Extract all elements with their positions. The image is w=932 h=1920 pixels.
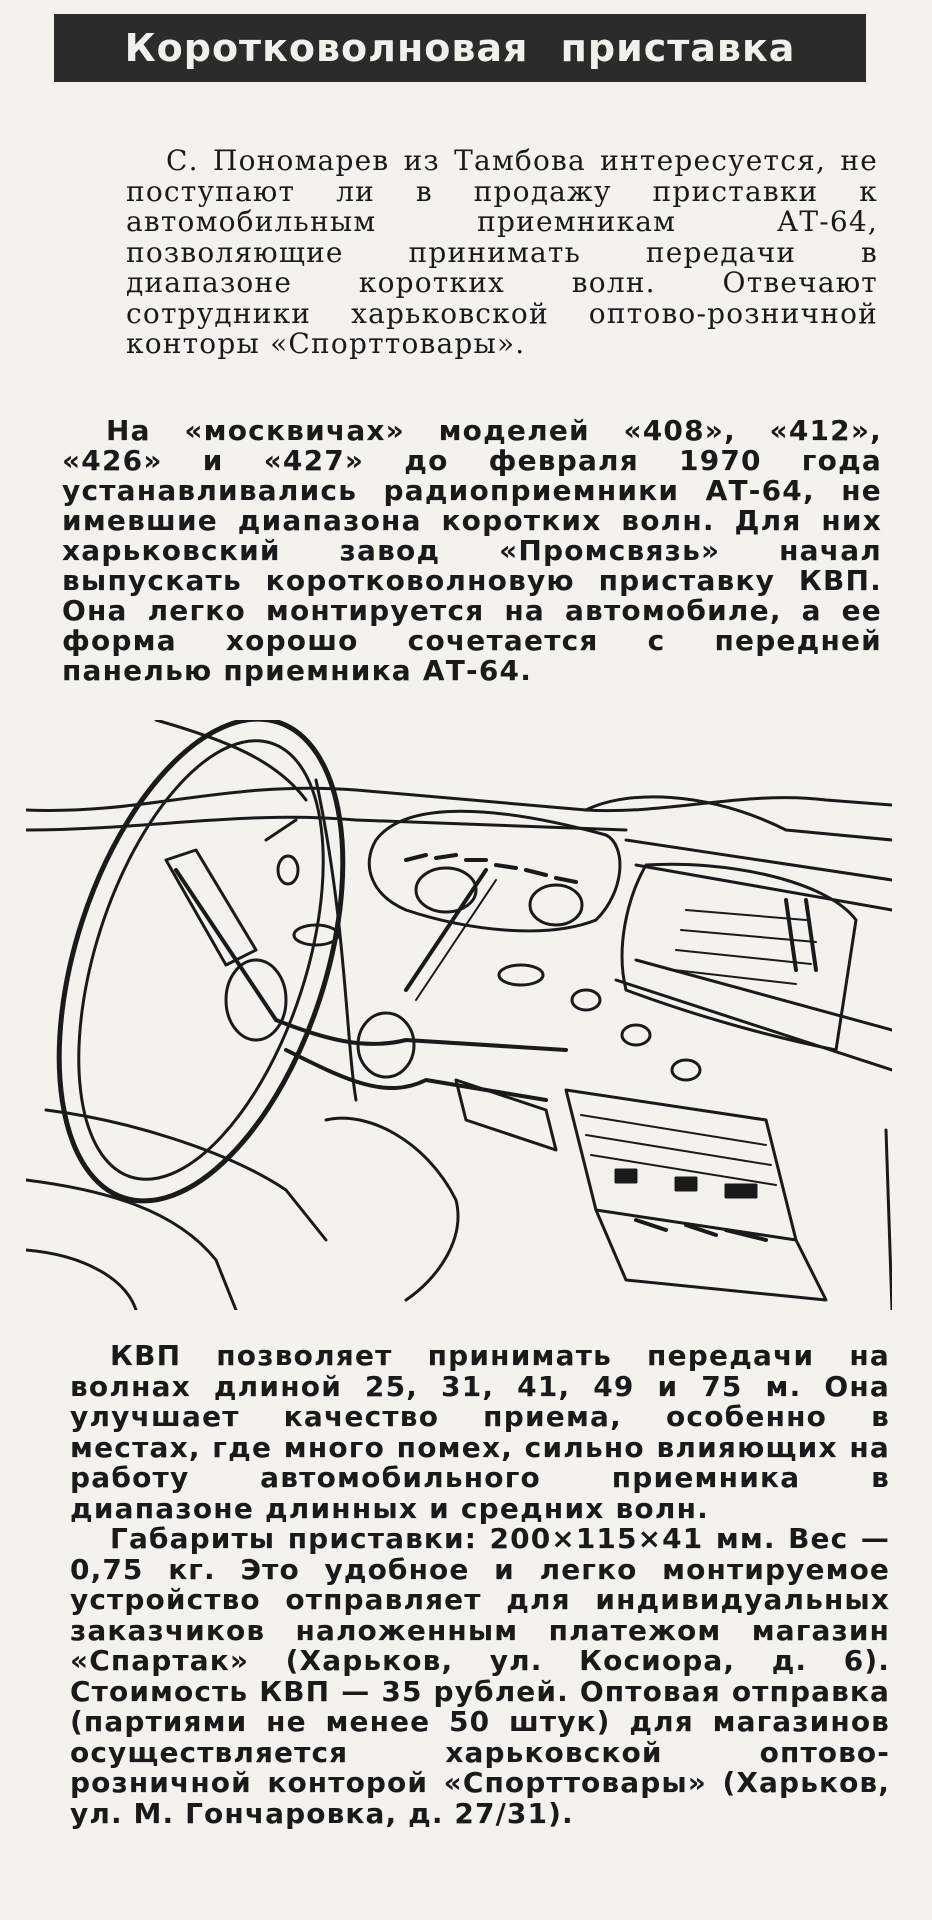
title-bar: Коротковолновая приставка	[54, 14, 866, 82]
body-paragraph-3: Габариты приставки: 200×115×41 мм. Вес —…	[70, 1522, 890, 1830]
car-dashboard-drawing-icon	[26, 720, 892, 1310]
article-title: Коротковолновая приставка	[124, 26, 796, 70]
body-paragraph-1: На «москвичах» моделей «408», «412», «42…	[62, 414, 882, 687]
body-paragraph-2: КВП позволяет принимать передачи на волн…	[70, 1339, 890, 1525]
lead-paragraph: С. Пономарев из Тамбова интересуется, не…	[126, 144, 878, 360]
